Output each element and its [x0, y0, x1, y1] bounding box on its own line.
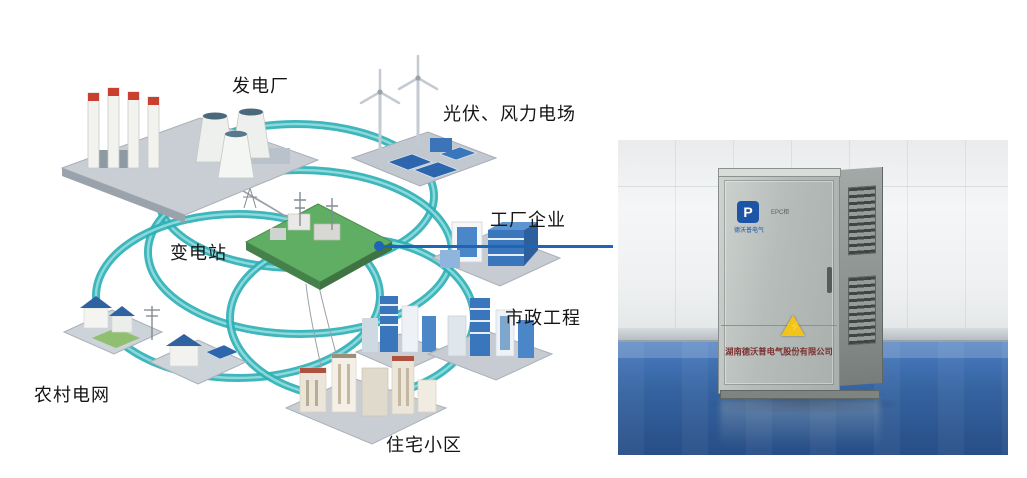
- municipal-illustration: [426, 298, 554, 381]
- solar-panel-icon: [387, 138, 477, 179]
- label-factory: 工厂企业: [490, 210, 566, 230]
- warning-triangle-shape: [781, 315, 805, 336]
- city-towers-illustration: [354, 296, 448, 373]
- door-seam: [721, 325, 837, 326]
- door-handle: [827, 267, 832, 293]
- connector-line: [380, 245, 613, 248]
- cabinet-base: [720, 390, 880, 399]
- cabinet-side-panel: [839, 166, 883, 386]
- rural-grid-illustration: [62, 296, 248, 385]
- cabinet-photo: P 德沃普电气 EPC柜 ⚡ 湖南德沃普电气股份有限公司: [618, 140, 1008, 455]
- cabinet-front-door: P 德沃普电气 EPC柜 ⚡ 湖南德沃普电气股份有限公司: [718, 174, 840, 394]
- connector-dot: [374, 241, 384, 251]
- lightning-bolt-icon: ⚡: [789, 322, 802, 333]
- brand-logo-icon: P: [737, 201, 759, 223]
- model-label: EPC柜: [771, 210, 790, 216]
- brand-logo-text: 德沃普电气: [733, 228, 764, 234]
- label-residential: 住宅小区: [386, 435, 462, 455]
- cabinet-floor-reflection: [720, 400, 880, 448]
- electrical-cabinet: P 德沃普电气 EPC柜 ⚡ 湖南德沃普电气股份有限公司: [704, 166, 904, 448]
- wind-turbine-icon: [359, 54, 439, 152]
- label-pv-wind-farm: 光伏、风力电场: [443, 104, 576, 124]
- cabinet-top: [718, 168, 841, 177]
- residential-illustration: [284, 353, 448, 445]
- wind-solar-illustration: [350, 54, 498, 187]
- chimney-icon: [87, 87, 160, 169]
- cabinet-shadow: [704, 394, 904, 414]
- label-substation: 变电站: [170, 243, 227, 263]
- power-plant-illustration: [60, 87, 320, 223]
- substation-illustration: [244, 192, 394, 290]
- cooling-tower-icon: [195, 108, 271, 179]
- label-municipal: 市政工程: [505, 308, 581, 328]
- warning-triangle-icon: ⚡: [781, 315, 805, 336]
- cabinet-door-frame: [724, 180, 834, 385]
- vent-grille-icon: [848, 185, 876, 256]
- company-nameplate: 湖南德沃普电气股份有限公司: [725, 347, 833, 357]
- label-rural-grid: 农村电网: [34, 385, 110, 405]
- vent-grille-icon: [848, 275, 876, 346]
- grid-network-diagram: [60, 54, 562, 445]
- label-power-plant: 发电厂: [232, 76, 289, 96]
